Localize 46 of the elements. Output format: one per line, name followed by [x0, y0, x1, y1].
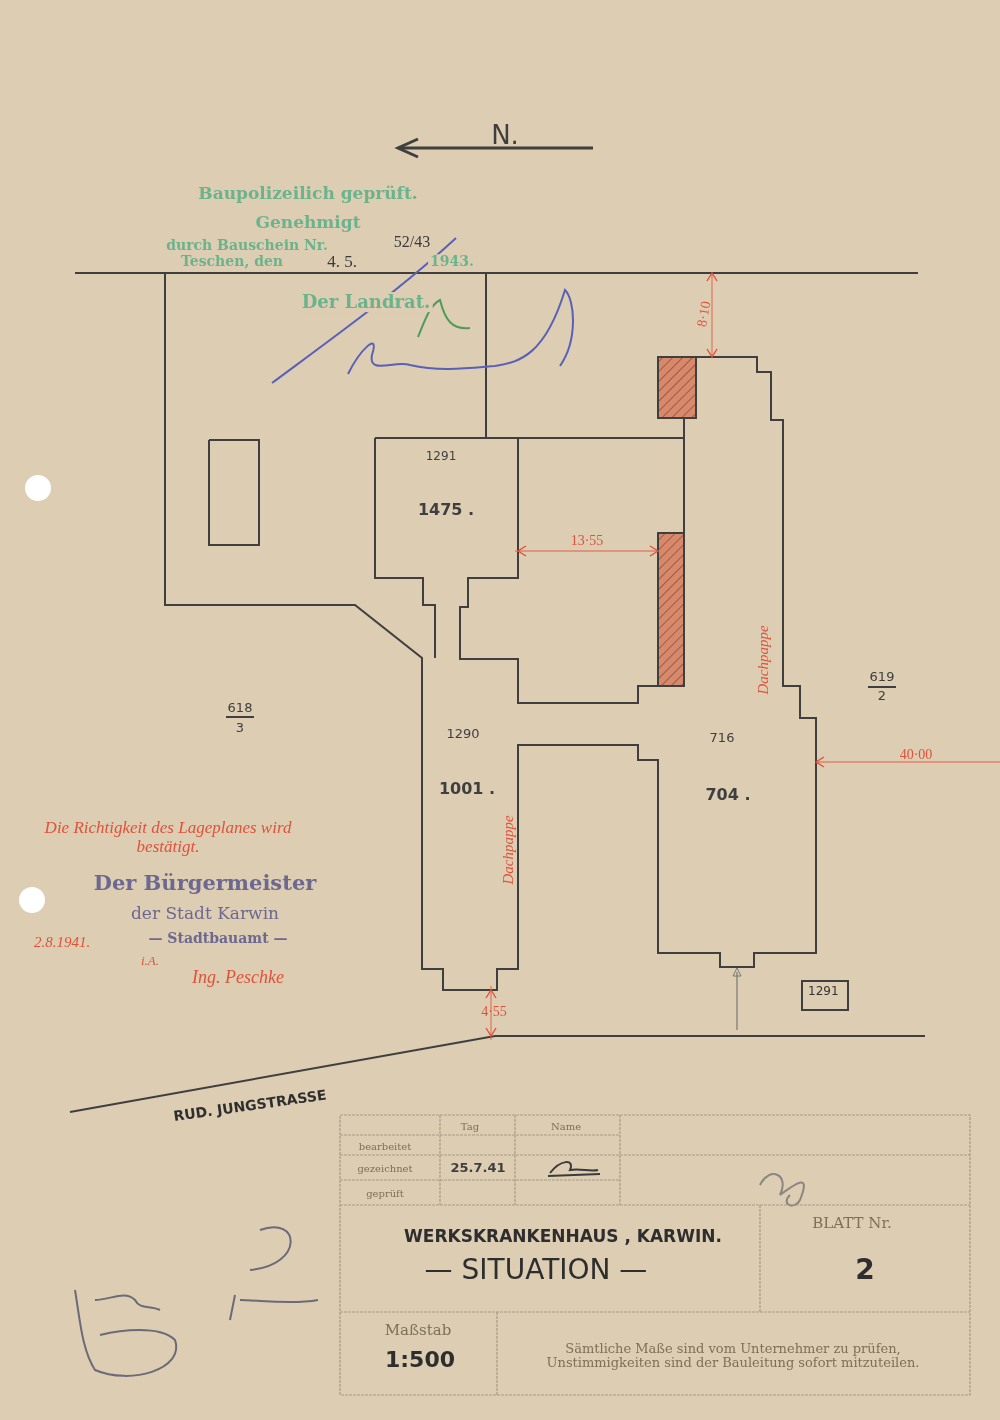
dimension-value: 8·10 [694, 300, 714, 328]
area-value: 1475 . [417, 501, 475, 519]
area-value: 704 . [705, 786, 751, 804]
field-label: Maßstab [384, 1321, 452, 1339]
stamp-text: — Stadtbauamt — [148, 931, 288, 947]
parcel-number: 1290 [446, 726, 480, 742]
area-value: 1001 . [438, 780, 496, 798]
stamp-text: Der Landrat. [299, 292, 433, 312]
row-header: gezeichnet [357, 1162, 413, 1174]
parcel-number: 619 [869, 669, 895, 685]
stamp-text: durch Bauschein Nr. [166, 238, 328, 254]
field-label: BLATT Nr. [812, 1214, 892, 1232]
handwritten-date: 2.8.1941. [33, 933, 91, 951]
parcel-number: 716 [709, 730, 735, 746]
compass-label: N. [491, 120, 519, 150]
handwritten-note: Die Richtigkeit des Lageplanes wird bestätigt. [43, 819, 293, 857]
row-header: bearbeitet [358, 1140, 412, 1152]
stamp-text: Teschen, den [179, 254, 285, 270]
parcel-number: 2 [877, 688, 887, 704]
scale-value: 1:500 [385, 1347, 455, 1373]
dimension-value: 13·55 [570, 533, 604, 549]
column-header: Tag [460, 1120, 480, 1132]
dimension-value: 40·00 [899, 747, 933, 763]
parcel-number: 1291 [808, 984, 839, 998]
handwritten-signature-text: Ing. Peschke [192, 968, 284, 988]
parcel-number: 1291 [425, 450, 457, 464]
dimension-value: 4·55 [481, 1004, 507, 1020]
handwritten-note: i.A. [140, 953, 160, 969]
sheet-title: — SITUATION — [424, 1254, 648, 1286]
parcel-number: 618 [227, 700, 253, 716]
handwritten-number: 52/43 [393, 233, 431, 251]
stamp-text: Baupolizeilich geprüft. [198, 183, 418, 203]
note-text: Sämtliche Maße sind vom Unternehmer zu prüfen, Unstimmigkeiten sind der Bauleitung sofort mitzuteilen. [545, 1341, 921, 1371]
stamp-text: Genehmigt [255, 212, 361, 232]
material-note: Dachpappe [499, 815, 517, 885]
drawing-title: WERKSKRANKENHAUS , KARWIN. [404, 1226, 722, 1246]
stamp-text: der Stadt Karwin [130, 903, 280, 923]
date-entry: 25.7.41 [450, 1160, 506, 1176]
sheet-number: 2 [855, 1254, 875, 1286]
column-header: Name [550, 1120, 582, 1132]
parcel-number: 3 [235, 720, 245, 736]
material-note: Dachpappe [754, 625, 772, 695]
stamp-text: Der Bürgermeister [93, 871, 317, 895]
row-header: geprüft [366, 1187, 404, 1199]
handwritten-date: 4. 5. [327, 252, 357, 272]
parcel-box [801, 980, 849, 1011]
